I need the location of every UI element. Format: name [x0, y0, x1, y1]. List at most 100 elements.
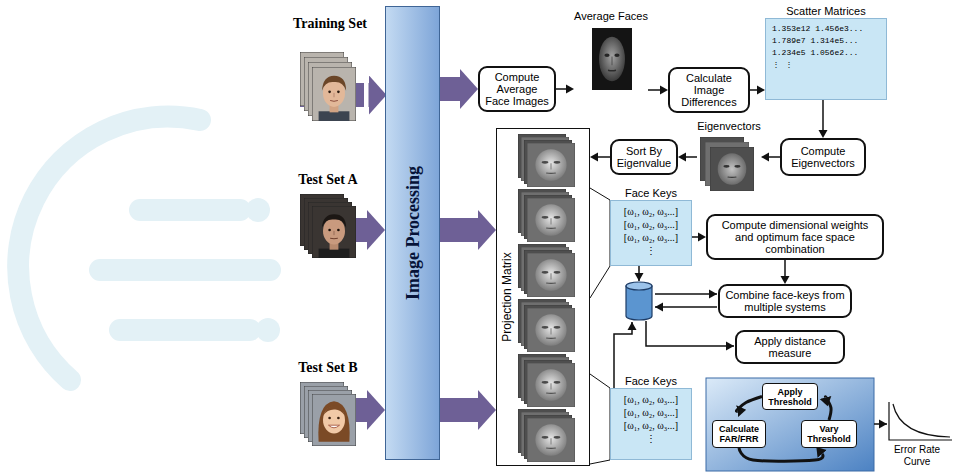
panel-heading: Scatter Matrices — [765, 4, 887, 18]
panel-line: 1.234e5 1.056e2... — [772, 47, 880, 59]
combine-arrow — [655, 293, 717, 295]
panel-box: 1.353e12 1.456e3...1.789e7 1.314e5...1.2… — [765, 18, 887, 100]
flow-arrow — [784, 260, 786, 276]
flow-arrow — [440, 218, 478, 242]
flow-arrow — [440, 77, 460, 101]
panel-line: [ω₁, ω₂, ω₃...] — [615, 205, 687, 218]
node-label: Calculate Image Differences — [674, 72, 744, 108]
flow-arrow — [750, 89, 757, 91]
loop-step-box: Vary Threshold — [801, 420, 857, 448]
average-face: Average Faces — [574, 10, 648, 96]
panel-line: ⋮ — [615, 244, 687, 257]
loop-step-box: Calculate FAR/FRR — [712, 420, 766, 448]
face-set: Test Set B — [292, 360, 364, 460]
panel-heading: Face Keys — [610, 186, 692, 200]
node-label: Compute Eigenvectors — [786, 145, 860, 169]
zoom-line — [590, 374, 610, 464]
panel-line: [ω₁, ω₂, ω₃...] — [615, 218, 687, 231]
node-label: Apply distance measure — [741, 335, 839, 359]
face-photo — [312, 67, 356, 121]
error-rate-curve: Error Rate Curve — [880, 402, 954, 468]
chart-axes — [889, 402, 952, 440]
node-label: Compute Average Face Images — [484, 71, 550, 107]
panel-line: [ω₁, ω₂, ω₃...] — [615, 231, 687, 244]
store-arrow — [638, 266, 640, 281]
database-links — [614, 266, 734, 388]
process-box: Combine face-keys from multiple systems — [718, 284, 852, 318]
flow-arrow — [356, 83, 381, 107]
test-a-faces — [300, 194, 356, 258]
watermark-logo — [18, 117, 280, 380]
curve-arrow — [874, 423, 887, 425]
face-set: Training Set — [292, 16, 368, 130]
error-rate-chart — [889, 402, 952, 440]
eigenface — [710, 147, 754, 191]
node-label: Combine face-keys from multiple systems — [724, 289, 846, 313]
node-label: Projection Matrix — [500, 252, 514, 341]
eigenface — [527, 308, 575, 352]
panel-line: 1.789e7 1.314e5... — [772, 35, 880, 47]
face-photo — [312, 394, 356, 446]
panel-line: [ω₁, ω₂, ω₃...] — [615, 419, 687, 432]
flow-arrow — [692, 236, 698, 238]
flow-arrow — [556, 88, 566, 90]
face-keys: Face Keys[ω₁, ω₂, ω₃...][ω₁, ω₂, ω₃...][… — [610, 186, 692, 266]
average-face — [592, 28, 632, 90]
face-photo — [312, 206, 356, 258]
process-box: Compute Average Face Images — [478, 66, 556, 112]
face-keys: Face Keys[ω₁, ω₂, ω₃...][ω₁, ω₂, ω₃...][… — [610, 374, 692, 460]
projection-matrix: Projection Matrix — [496, 128, 590, 466]
eigenvector-faces — [700, 137, 754, 191]
watermark-dot — [256, 318, 280, 342]
watermark-bar — [140, 199, 240, 221]
flow-arrow — [598, 156, 610, 158]
node-label: Vary Threshold — [805, 424, 853, 444]
test-b-faces — [300, 382, 356, 446]
process-box: Apply distance measure — [735, 330, 845, 364]
node-label: Sort By Eigenvalue — [616, 145, 672, 169]
process-box: Calculate Image Differences — [668, 67, 750, 113]
node-label: Test Set B — [292, 360, 364, 376]
flow-arrow — [440, 398, 478, 422]
error-curve — [893, 404, 950, 437]
node-label: Image Processing — [403, 166, 423, 300]
eigenface — [527, 253, 575, 297]
node-label: Calculate FAR/FRR — [716, 424, 762, 444]
matrix-panel: Scatter Matrices1.353e12 1.456e3...1.789… — [765, 4, 887, 100]
projection-ground — [497, 129, 589, 465]
node-label: Test Set A — [292, 172, 364, 188]
watermark-bar — [100, 259, 270, 281]
panel-line: ⋮ — [615, 432, 687, 445]
cylinder-body — [626, 286, 652, 320]
database-cylinder — [626, 282, 652, 320]
loop-step-box: Apply Threshold — [762, 383, 818, 410]
eigenface — [527, 198, 575, 242]
eigenface — [527, 418, 575, 462]
flow-arrow — [739, 448, 823, 461]
eigenface — [527, 143, 575, 187]
flow-arrow — [822, 100, 824, 130]
watermark-bar — [120, 319, 250, 341]
node-label: Error Rate Curve — [880, 444, 954, 468]
threshold-panel — [706, 378, 874, 471]
flow-arrow — [825, 397, 831, 420]
panel-heading: Face Keys — [610, 374, 692, 388]
projection-eigenfaces — [518, 134, 575, 462]
flow-arrow — [686, 156, 697, 158]
watermark-dot — [246, 198, 270, 222]
node-label: Compute dimensional weights and optimum … — [712, 219, 878, 255]
distance-arrow — [646, 321, 734, 346]
combine-arrow — [655, 306, 717, 308]
panel-line: [ω₁, ω₂, ω₃...] — [615, 406, 687, 419]
flow-arrow — [769, 156, 780, 158]
node-label: Training Set — [292, 16, 368, 32]
flow-arrow — [736, 397, 762, 412]
training-faces — [300, 52, 356, 121]
cylinder-top — [626, 282, 652, 290]
node-label: Average Faces — [574, 10, 648, 23]
eigenvector-stack: Eigenvectors — [697, 120, 761, 194]
process-box: Compute dimensional weights and optimum … — [706, 214, 884, 260]
panel-line: ⋮ ⋮ — [772, 59, 880, 71]
node-label: Apply Threshold — [766, 387, 814, 407]
